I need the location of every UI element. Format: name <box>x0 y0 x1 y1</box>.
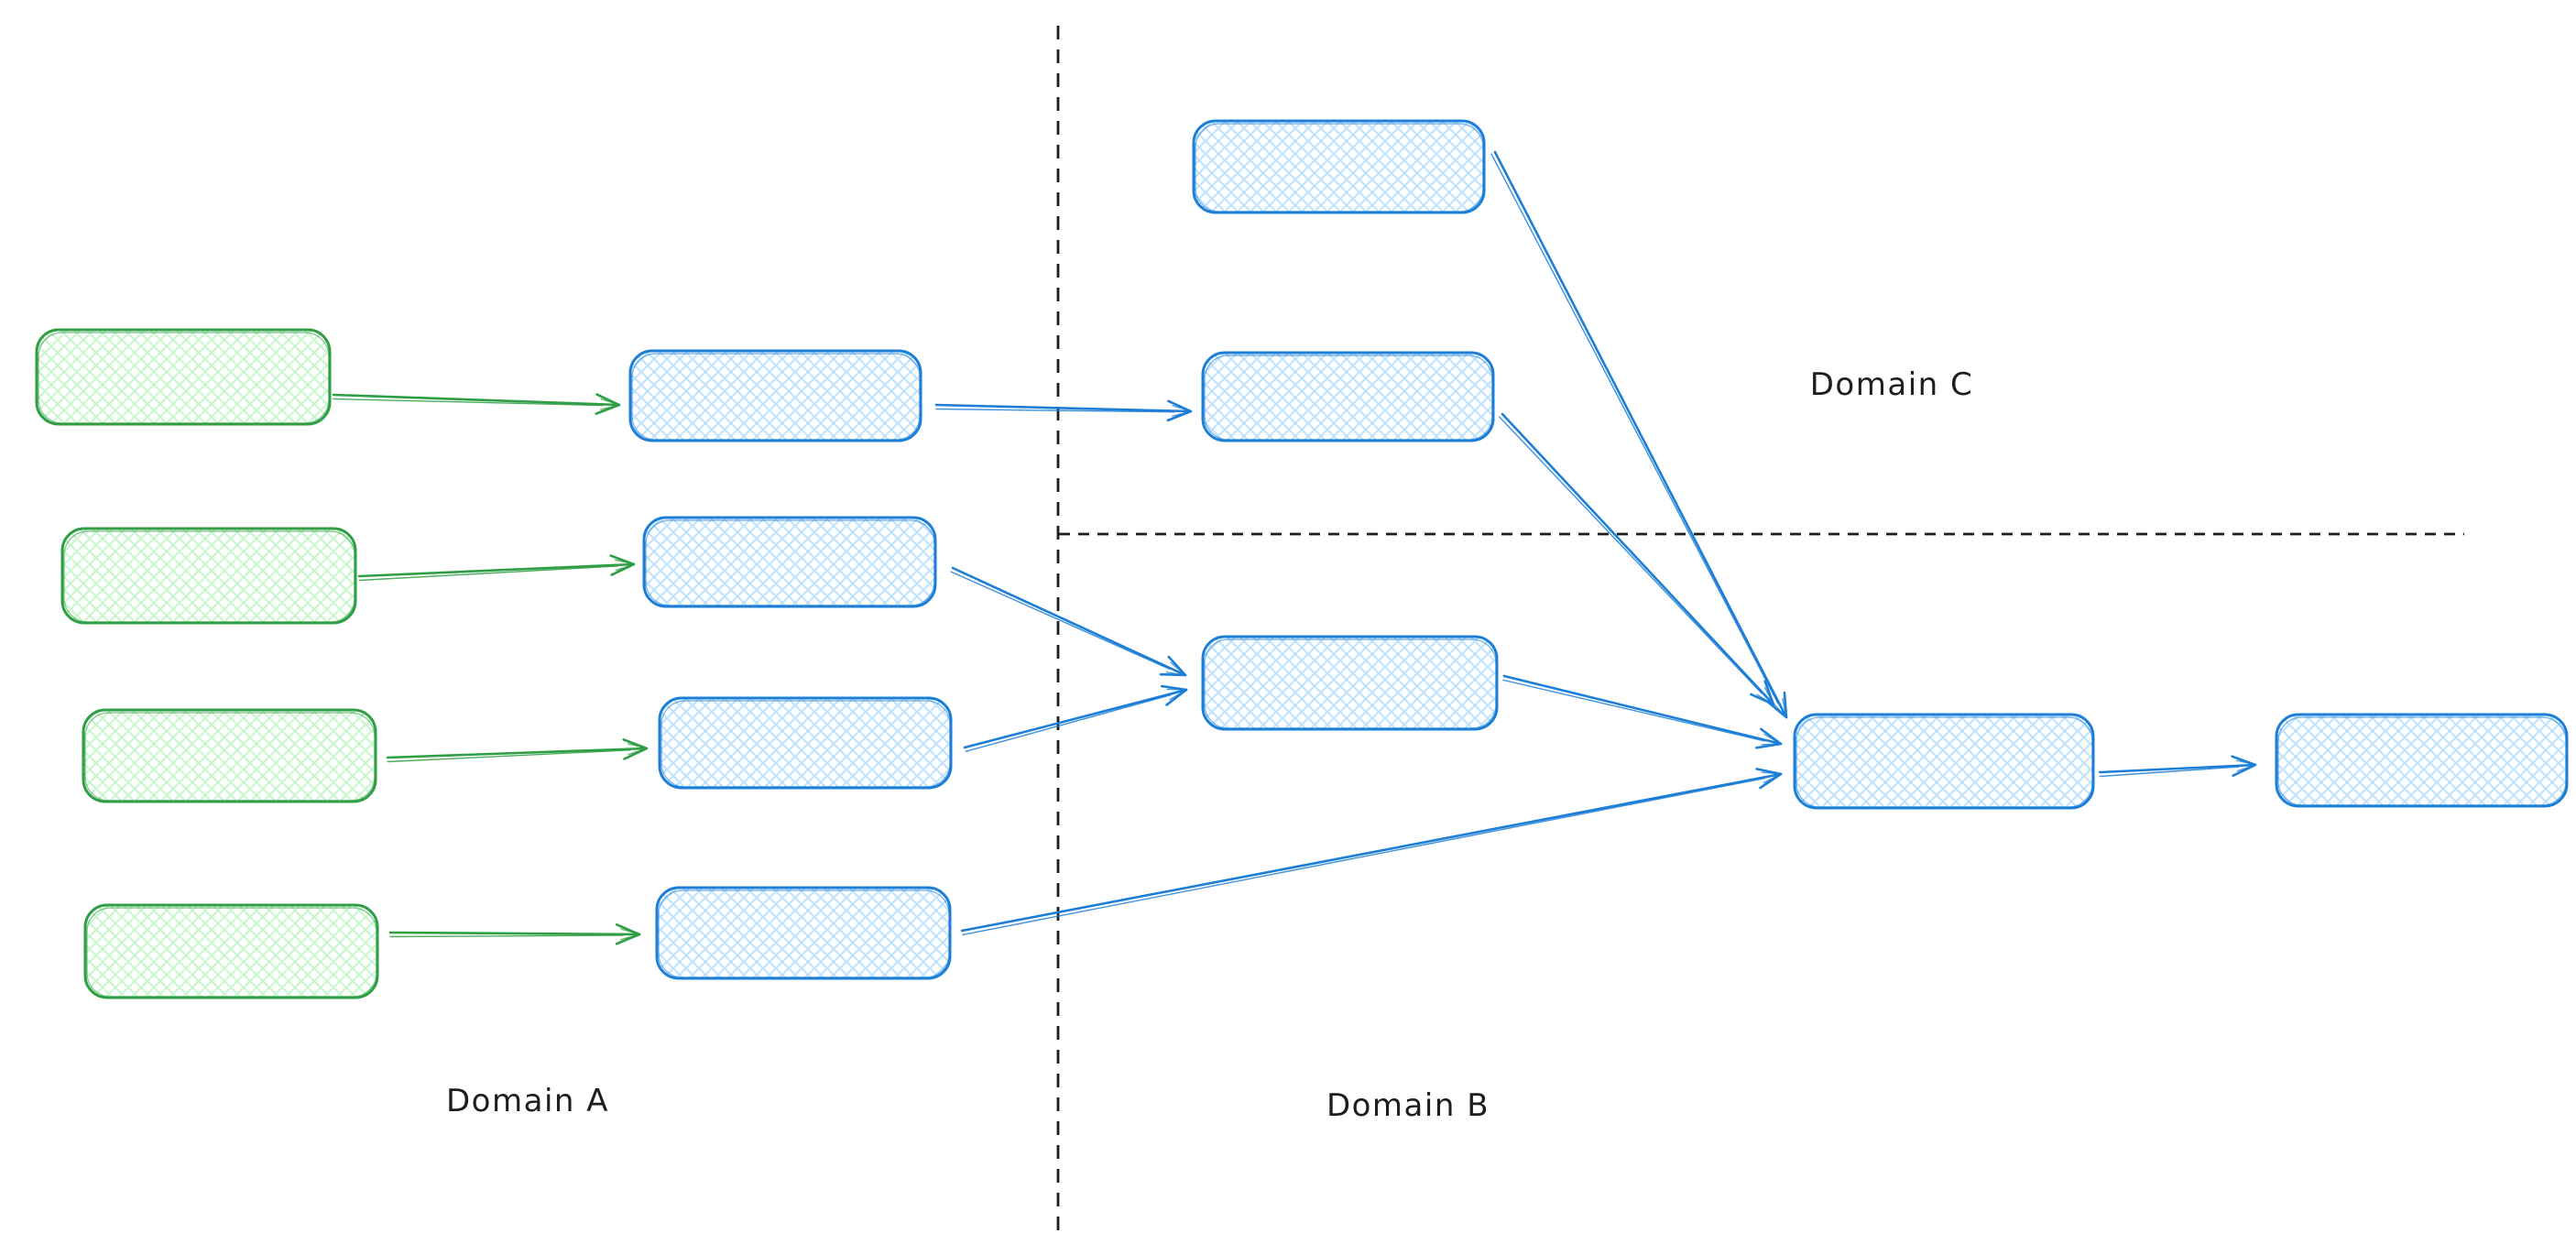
arrow-c1-hub <box>1490 150 1788 719</box>
domain-a-process-4 <box>655 886 952 980</box>
arrow-c2-hub <box>1499 412 1775 706</box>
arrow-hub-out <box>2098 755 2257 778</box>
arrow-a2-b1 <box>950 566 1187 677</box>
arrow-g1-a1 <box>332 393 621 415</box>
arrow-a1-c2 <box>934 399 1193 422</box>
arrow-b1-hub <box>1502 674 1783 749</box>
domain-a-label: Domain A <box>446 1083 609 1119</box>
domain-b-label: Domain B <box>1326 1087 1490 1124</box>
domain-a-source-2 <box>60 527 357 625</box>
domain-a-process-3 <box>658 696 953 790</box>
domain-a-process-2 <box>642 516 937 608</box>
domain-a-process-1 <box>628 349 922 442</box>
domain-b-box-1 <box>1201 635 1499 731</box>
domain-b-hub-box <box>1793 713 2095 810</box>
arrow-a3-b1 <box>963 684 1188 753</box>
domain-c-box-1 <box>1192 119 1486 214</box>
arrow-g2-a2 <box>357 554 636 582</box>
domain-c-box-2 <box>1201 351 1495 442</box>
domain-a-source-1 <box>35 328 332 426</box>
domain-c-label: Domain C <box>1810 366 1973 403</box>
domain-a-source-3 <box>82 708 377 803</box>
arrow-g3-a3 <box>386 738 649 763</box>
arrow-a4-hub <box>960 768 1783 936</box>
domain-a-source-4 <box>83 903 379 999</box>
arrow-g4-a4 <box>388 923 641 945</box>
domain-b-output-box <box>2275 713 2569 808</box>
